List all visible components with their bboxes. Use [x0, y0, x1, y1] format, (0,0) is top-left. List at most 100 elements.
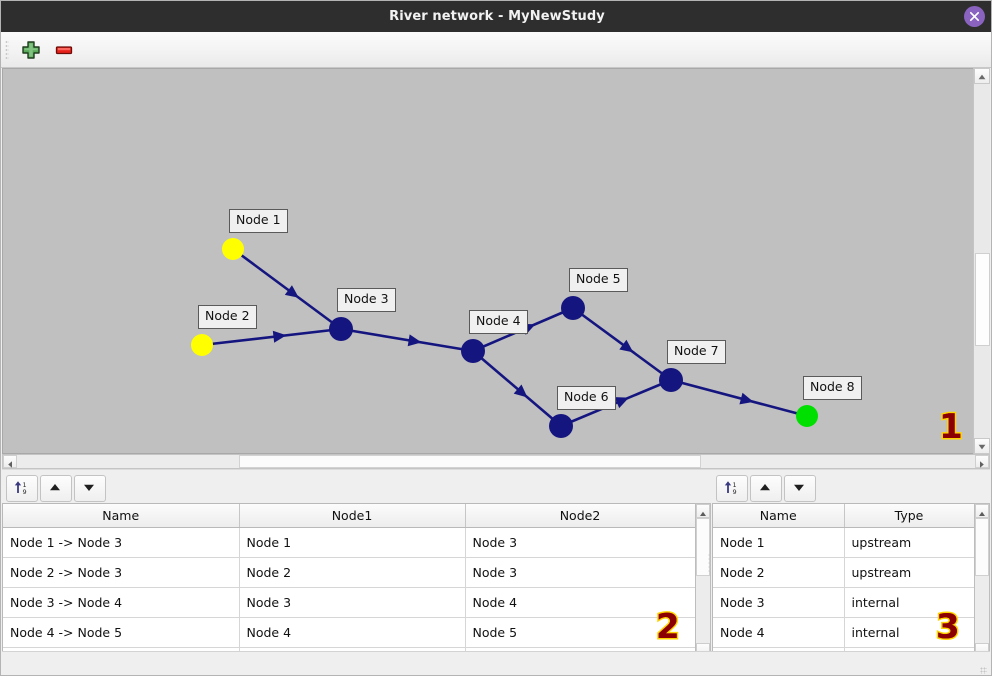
branch-table-cell[interactable]: Node 3	[465, 527, 696, 558]
branch-table-column-header[interactable]: Node1	[239, 504, 466, 528]
edge-Node1-Node3[interactable]	[232, 247, 342, 331]
network-canvas[interactable]: Node 1 Node 2 Node 3 Node 4 Node 5 Node 6 Node…	[2, 68, 990, 454]
close-icon[interactable]	[964, 6, 985, 27]
node-table-cell[interactable]: internal	[844, 617, 975, 648]
branch-table-cell[interactable]: Node 3	[239, 587, 466, 618]
scroll-down-icon[interactable]	[974, 438, 990, 454]
node-label-node2[interactable]: Node 2	[198, 305, 257, 329]
branch-table-cell[interactable]: Node 4	[239, 617, 466, 648]
toolbar-grip[interactable]	[5, 40, 9, 59]
scroll-right-icon[interactable]	[975, 455, 989, 468]
delete-minus-icon[interactable]	[53, 39, 75, 61]
scroll-left-icon[interactable]	[3, 455, 17, 468]
edge-Node5-Node7[interactable]	[572, 306, 672, 382]
main-toolbar	[1, 32, 991, 68]
scroll-up-icon[interactable]	[696, 504, 710, 518]
branch-table-cell[interactable]: Node 2 -> Node 3	[3, 557, 240, 588]
node-table-cell[interactable]: upstream	[844, 527, 975, 558]
node-table-cell[interactable]: Node 1	[713, 527, 845, 558]
branch-table-scroll-thumb[interactable]	[696, 518, 710, 576]
node-table-cell[interactable]: Node 4	[713, 617, 845, 648]
canvas-hscroll-thumb[interactable]	[239, 455, 701, 468]
graph-node-node7[interactable]	[659, 368, 683, 392]
move-down-button[interactable]	[784, 475, 816, 502]
scroll-up-icon[interactable]	[974, 68, 990, 84]
node-table-cell[interactable]: Node 2	[713, 557, 845, 588]
network-graph[interactable]	[3, 69, 989, 453]
move-up-button[interactable]	[40, 475, 72, 502]
node-label-node5[interactable]: Node 5	[569, 268, 628, 292]
branch-table-cell[interactable]: Node 5	[465, 617, 696, 648]
add-plus-icon[interactable]	[20, 39, 42, 61]
graph-node-node2[interactable]	[191, 334, 213, 356]
branch-table-cell[interactable]: Node 1 -> Node 3	[3, 527, 240, 558]
branch-table-column-header[interactable]: Name	[3, 504, 240, 528]
branch-table-cell[interactable]: Node 3	[465, 557, 696, 588]
edge-Node2-Node3[interactable]	[201, 327, 342, 347]
svg-text:1: 1	[733, 481, 737, 489]
edge-Node4-Node6[interactable]	[472, 350, 562, 427]
node-label-node1[interactable]: Node 1	[229, 209, 288, 233]
node-table-scroll-thumb[interactable]	[975, 518, 989, 576]
edge-Node6-Node7[interactable]	[560, 378, 672, 428]
node-label-node6[interactable]: Node 6	[557, 386, 616, 410]
scroll-up-icon[interactable]	[975, 504, 989, 518]
edge-arrow-icon	[739, 392, 754, 405]
canvas-horizontal-scrollbar[interactable]	[2, 454, 990, 469]
edge-arrow-icon	[407, 334, 422, 347]
graph-node-node6[interactable]	[549, 414, 573, 438]
resize-grip[interactable]	[980, 667, 987, 674]
canvas-vscroll-thumb[interactable]	[975, 253, 990, 346]
sort-button[interactable]: 1 9	[6, 475, 38, 502]
graph-node-node5[interactable]	[561, 296, 585, 320]
node-label-node4[interactable]: Node 4	[469, 310, 528, 334]
edge-arrow-icon	[619, 339, 634, 353]
edge-arrow-icon	[614, 397, 629, 409]
branch-table-cell[interactable]: Node 2	[239, 557, 466, 588]
svg-text:9: 9	[733, 488, 737, 496]
node-label-node8[interactable]: Node 8	[803, 376, 862, 400]
branch-table-cell[interactable]: Node 4	[465, 587, 696, 618]
node-table-scrollbar[interactable]	[974, 503, 990, 658]
move-down-button[interactable]	[74, 475, 106, 502]
edge-arrow-icon	[513, 384, 528, 398]
node-table-cell[interactable]: upstream	[844, 557, 975, 588]
edge-Node7-Node8[interactable]	[670, 378, 808, 418]
node-table-cell[interactable]: internal	[844, 587, 975, 618]
branch-table-column-header[interactable]: Node2	[465, 504, 696, 528]
sort-button[interactable]: 1 9	[716, 475, 748, 502]
window-title: River network - MyNewStudy	[389, 9, 605, 24]
node-label-node3[interactable]: Node 3	[337, 288, 396, 312]
graph-node-node3[interactable]	[329, 317, 353, 341]
node-label-node7[interactable]: Node 7	[667, 340, 726, 364]
graph-node-node4[interactable]	[461, 339, 485, 363]
node-table-column-header[interactable]: Name	[713, 504, 845, 528]
branch-table-cell[interactable]: Node 4 -> Node 5	[3, 617, 240, 648]
edge-Node3-Node4[interactable]	[340, 327, 474, 353]
node-table-cell[interactable]: Node 3	[713, 587, 845, 618]
graph-node-node1[interactable]	[222, 238, 244, 260]
canvas-vertical-scrollbar[interactable]	[973, 68, 990, 454]
branch-table-cell[interactable]: Node 1	[239, 527, 466, 558]
graph-node-node8[interactable]	[796, 405, 818, 427]
node-table-column-header[interactable]: Type	[844, 504, 975, 528]
branch-table-cell[interactable]: Node 3 -> Node 4	[3, 587, 240, 618]
branch-table-scrollbar[interactable]	[695, 503, 711, 658]
node-panel-grip[interactable]	[708, 553, 711, 573]
status-strip	[2, 651, 990, 675]
move-up-button[interactable]	[750, 475, 782, 502]
